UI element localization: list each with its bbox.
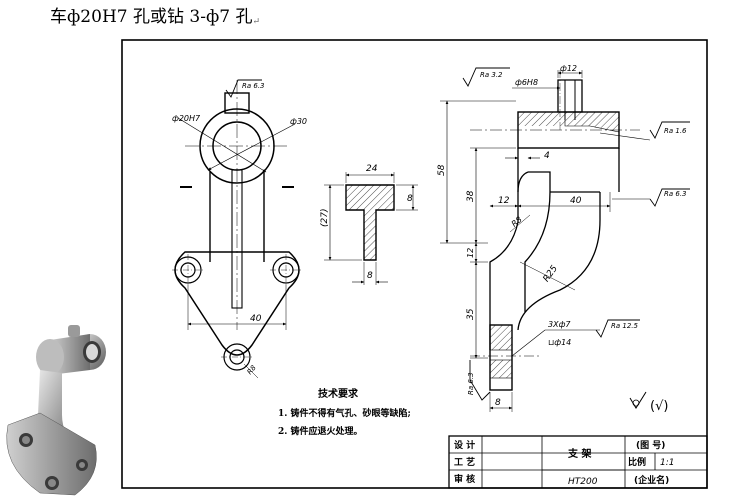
title-block: 设 计 工 艺 审 核 支 架 (图 号) 比例 1:1 HT200 (企业名) <box>448 435 708 489</box>
hole-bottom <box>221 343 253 371</box>
cbore-callout: ⊔ф14 <box>548 338 571 347</box>
dim-4: 4 <box>544 151 550 161</box>
dim-flange: 8 <box>407 194 413 204</box>
roughness-symbol-front-top: Ra 6.3 <box>225 79 265 98</box>
side-view: Ra 3.2 ф12 ф6H8 58 38 12 35 4 12 40 <box>437 64 690 412</box>
dim-r8-side: R8 <box>510 215 524 229</box>
tb-label-review: 审 核 <box>454 473 475 485</box>
dim-web: 8 <box>367 271 373 281</box>
dim-12v: 12 <box>466 248 475 258</box>
web <box>231 169 243 309</box>
general-roughness-text: (√) <box>650 399 668 414</box>
dim-38: 38 <box>466 190 476 202</box>
hole-right <box>270 254 302 286</box>
dim-bore: ф20H7 <box>172 114 201 123</box>
arm-inner <box>524 171 551 312</box>
dim-12h: 12 <box>498 196 510 206</box>
roughness-symbol-side-bottom: Ra 6.3 <box>467 360 491 401</box>
tech-requirements: 技术要求 1. 铸件不得有气孔、砂眼等缺陷; 2. 铸件应退火处理。 <box>278 387 411 437</box>
tb-part-name: 支 架 <box>567 447 591 460</box>
dim-40: 40 <box>570 196 582 206</box>
dim-8-bottom: 8 <box>495 398 501 408</box>
dim-35: 35 <box>466 308 476 320</box>
dim-d12: ф12 <box>560 64 577 73</box>
roughness-symbol-side-top: Ra 3.2 <box>462 67 510 87</box>
roughness-symbol-hole: Ra 12.5 <box>595 319 640 338</box>
general-roughness: (√) <box>629 391 668 414</box>
hole-left <box>172 254 204 286</box>
paragraph-mark: ↵ <box>252 17 261 27</box>
page-title: 车ф20H7 孔或钻 3-ф7 孔↵ <box>50 2 260 27</box>
dim-58: 58 <box>437 164 447 176</box>
hole-callout: 3Xф7 <box>548 320 571 329</box>
roughness-value: Ra 6.3 <box>242 82 265 90</box>
tb-scale-value: 1:1 <box>660 458 674 468</box>
outer-leader <box>207 123 296 171</box>
side-top-boss <box>557 79 583 113</box>
tb-drawing-no: (图 号) <box>636 440 665 451</box>
arm-outer <box>517 192 601 331</box>
dim-height: (27) <box>320 209 330 227</box>
tb-company: (企业名) <box>634 474 669 486</box>
tb-material: HT200 <box>568 477 598 487</box>
roughness-symbol-side-right2: Ra 6.3 <box>612 188 690 207</box>
roughness-value: Ra 6.3 <box>467 372 475 395</box>
t-section <box>345 184 395 261</box>
tb-scale-label: 比例 <box>628 456 646 468</box>
tech-title: 技术要求 <box>318 387 359 400</box>
tech-item-2: 2. 铸件应退火处理。 <box>278 425 363 437</box>
title-text: 车ф20H7 孔或钻 3-ф7 孔 <box>50 7 253 27</box>
tb-label-design: 设 计 <box>454 439 475 451</box>
roughness-value: Ra 6.3 <box>664 190 687 198</box>
dim-d6h8: ф6H8 <box>515 78 538 87</box>
roughness-value: Ra 3.2 <box>480 71 503 79</box>
roughness-value: Ra 1.6 <box>664 127 687 135</box>
roughness-value: Ra 12.5 <box>611 322 639 330</box>
dim-width: 24 <box>366 164 378 174</box>
tech-item-1: 1. 铸件不得有气孔、砂眼等缺陷; <box>278 407 411 419</box>
drawing-frame <box>121 39 708 489</box>
t-section-view: 24 8 (27) 8 <box>320 164 418 285</box>
roughness-symbol-side-right1: Ra 1.6 <box>599 121 690 141</box>
dim-outer: ф30 <box>290 117 307 126</box>
dim-spacing: 40 <box>250 314 262 324</box>
tb-label-process: 工 艺 <box>454 456 475 468</box>
front-view: Ra 6.3 ф20H7 ф30 <box>172 79 307 379</box>
3d-model-image <box>6 325 106 496</box>
bore-leader <box>177 117 267 173</box>
